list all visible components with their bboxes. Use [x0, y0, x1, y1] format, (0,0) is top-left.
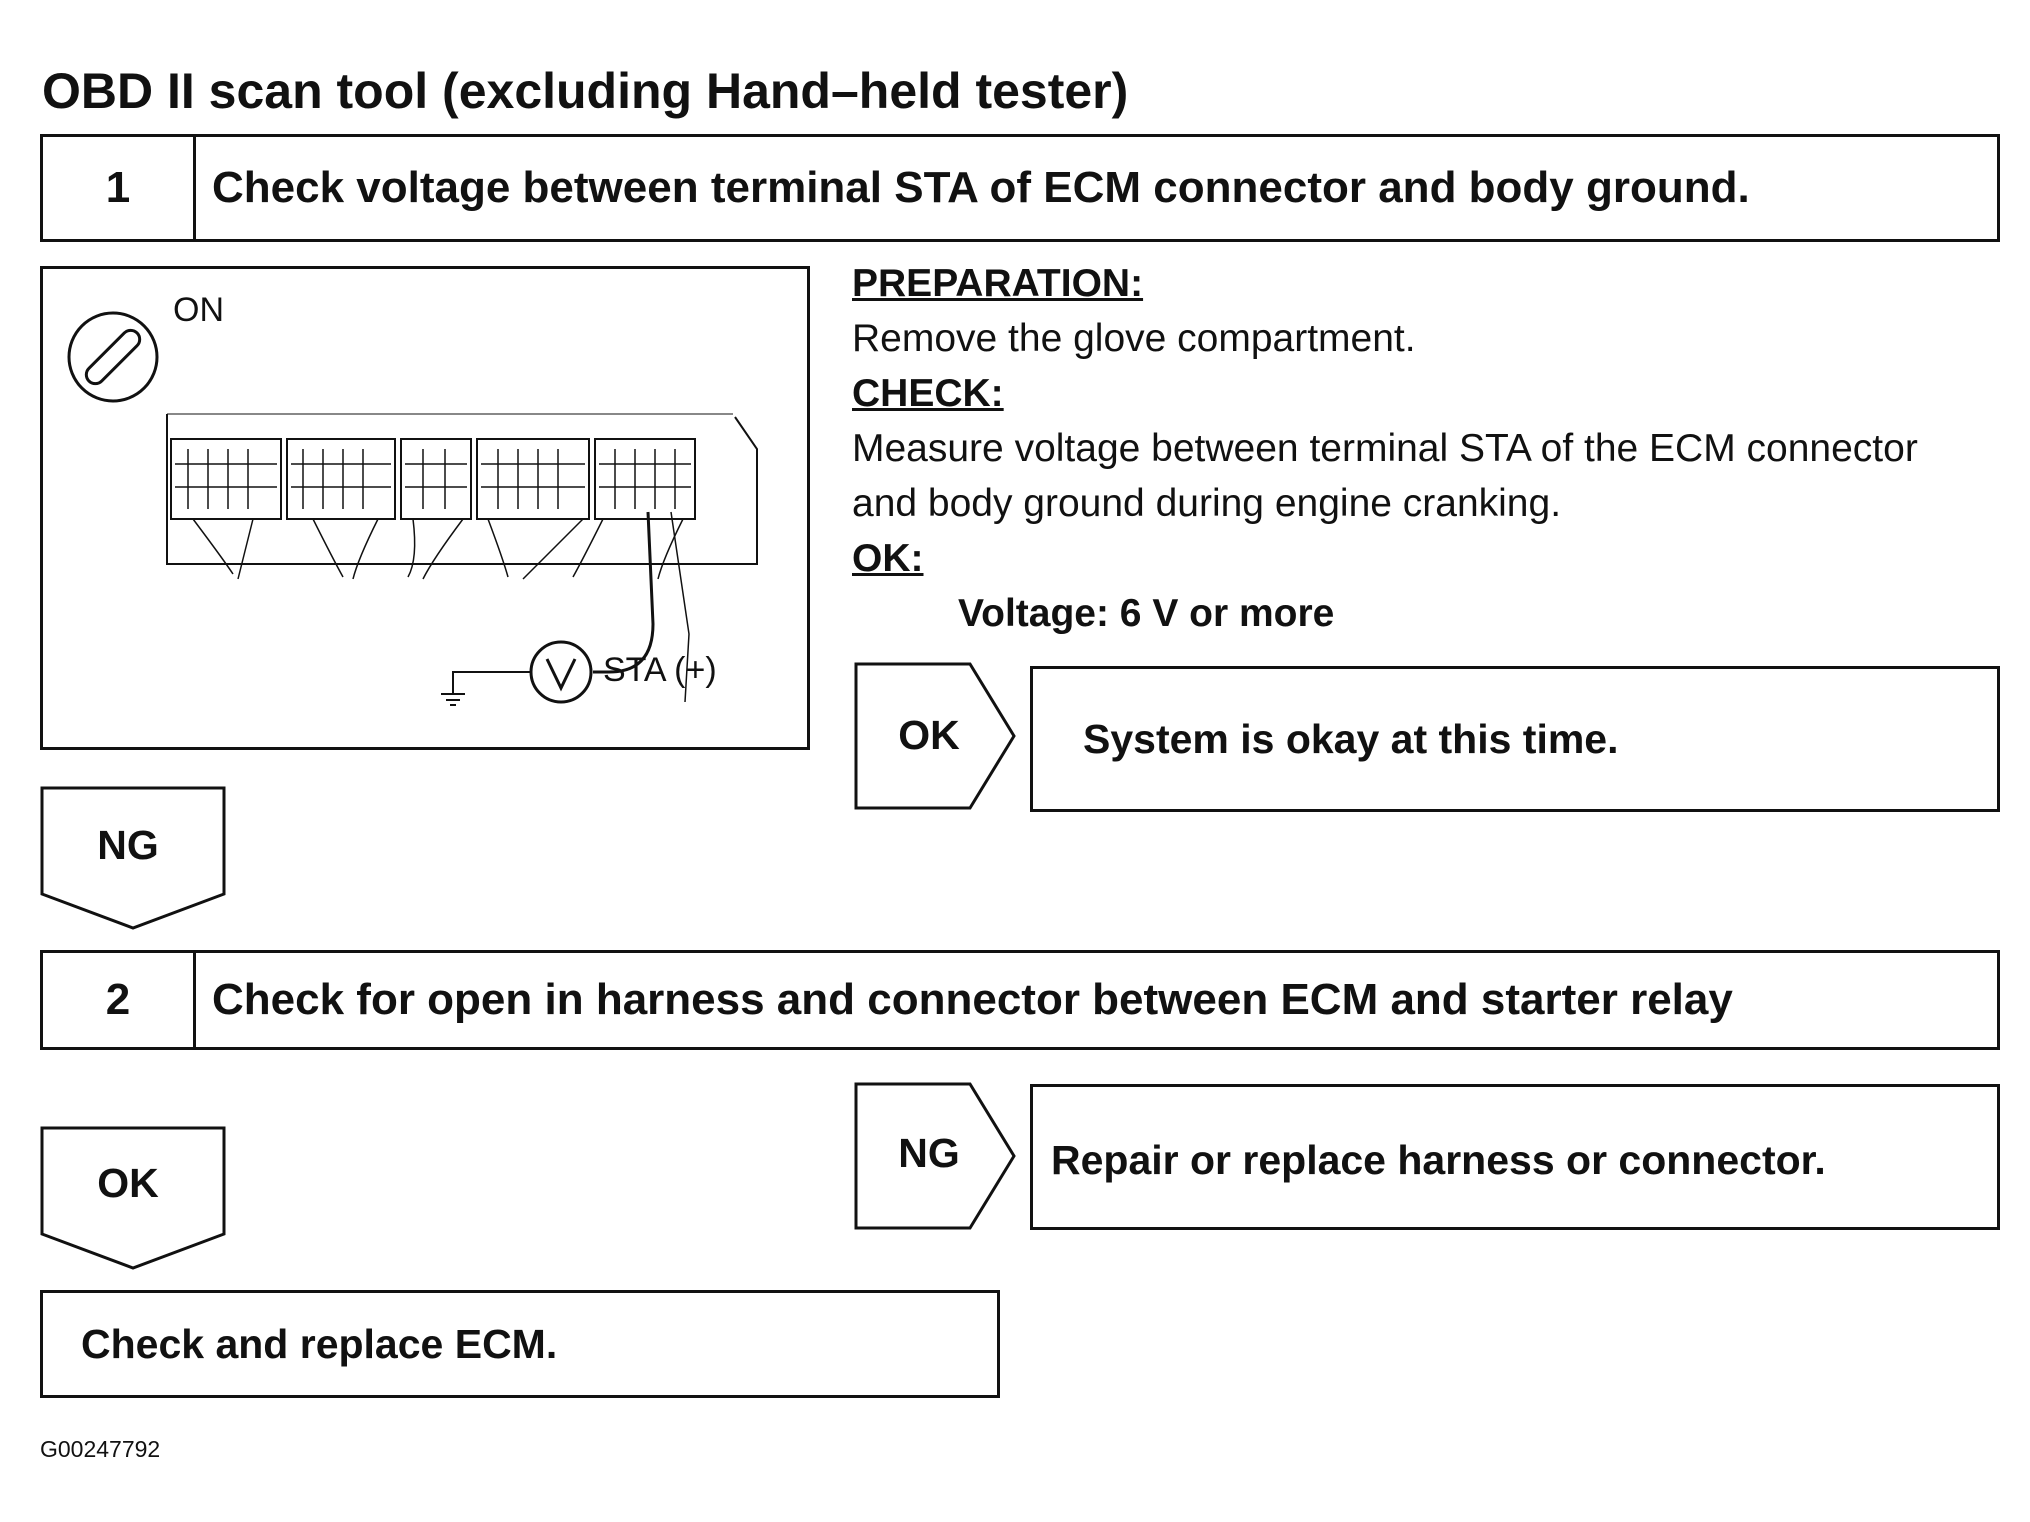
- ng-arrow-label: NG: [898, 1130, 960, 1176]
- step-title: Check for open in harness and connector …: [212, 975, 1733, 1024]
- preparation-heading: PREPARATION:: [852, 262, 1144, 305]
- result-ok-text: System is okay at this time.: [1083, 715, 1619, 762]
- voltmeter-icon: [441, 511, 690, 706]
- ok-arrow-label: OK: [898, 712, 960, 758]
- ng-arrow-label: NG: [97, 822, 159, 868]
- step-number: 2: [43, 953, 196, 1047]
- step-2-header: 2 Check for open in harness and connecto…: [40, 950, 2000, 1050]
- check-heading: CHECK:: [852, 372, 1004, 415]
- page-title: OBD II scan tool (excluding Hand–held te…: [42, 63, 1129, 119]
- figure-code: G00247792: [40, 1436, 161, 1462]
- terminal-label: STA (+): [603, 651, 717, 689]
- result-ok-box: System is okay at this time.: [1030, 666, 2000, 812]
- ignition-switch-icon: [67, 311, 159, 403]
- check-text-line1: Measure voltage between terminal STA of …: [852, 427, 1918, 470]
- instructions: PREPARATION: Remove the glove compartmen…: [852, 256, 1918, 641]
- check-text-line2: and body ground during engine cranking.: [852, 482, 1562, 525]
- result-ng-text: Repair or replace harness or connector.: [1051, 1137, 1826, 1183]
- ok-value: Voltage: 6 V or more: [958, 592, 1335, 635]
- preparation-text: Remove the glove compartment.: [852, 317, 1416, 360]
- switch-label: ON: [173, 291, 224, 329]
- ok-arrow-label: OK: [97, 1160, 159, 1206]
- step-title: Check voltage between terminal STA of EC…: [212, 163, 1750, 212]
- connector-illustration: ON: [40, 266, 810, 750]
- step-number: 1: [43, 137, 196, 239]
- final-step-box: Check and replace ECM.: [40, 1290, 1000, 1398]
- ok-heading: OK:: [852, 537, 924, 580]
- result-ng-box: Repair or replace harness or connector.: [1030, 1084, 2000, 1230]
- ok-right-arrow: [854, 662, 1016, 810]
- ng-right-arrow: [854, 1082, 1016, 1230]
- final-step-text: Check and replace ECM.: [81, 1320, 558, 1367]
- ecm-connector-icon: [166, 413, 758, 580]
- step-1-header: 1 Check voltage between terminal STA of …: [40, 134, 2000, 242]
- ok-down-arrow: [40, 1126, 226, 1270]
- ng-down-arrow: [40, 786, 226, 930]
